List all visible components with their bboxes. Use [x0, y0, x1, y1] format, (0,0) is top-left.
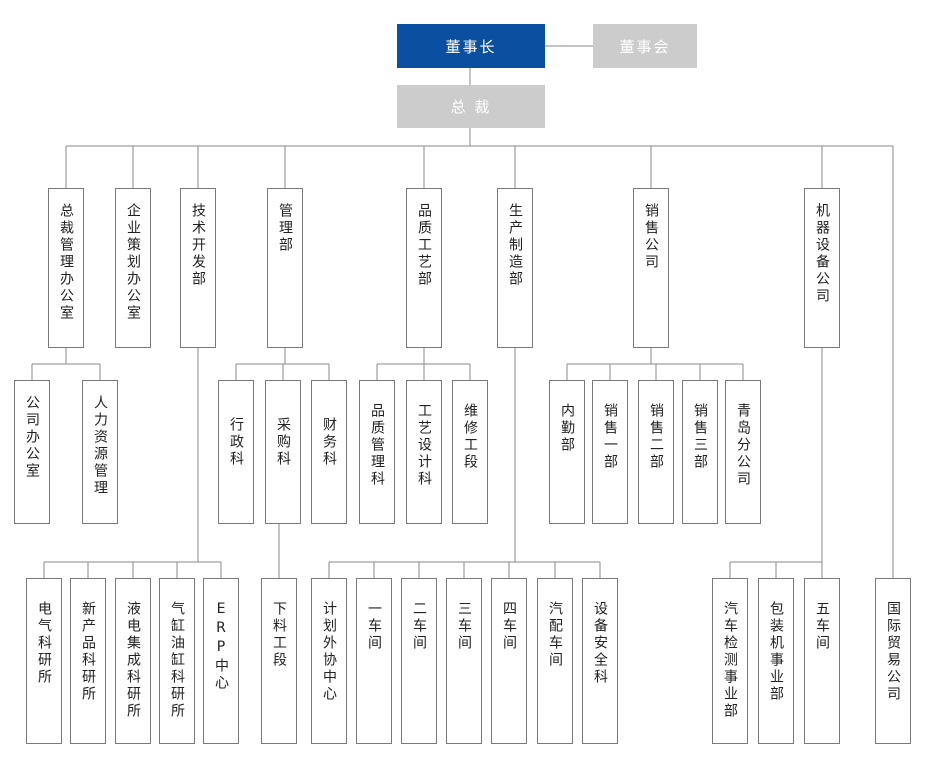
- unit-workshop-4: 四车间: [491, 578, 527, 744]
- unit-international-trade: 国际贸易公司: [875, 578, 911, 744]
- unit-label: 国际贸易公司: [885, 601, 901, 703]
- unit-label: 销售三部: [692, 403, 708, 471]
- unit-label: 财务科: [321, 417, 337, 468]
- dept-label: 企业策划办公室: [125, 203, 141, 322]
- unit-label: 汽配车间: [547, 601, 563, 669]
- unit-sales-1: 销售一部: [592, 380, 628, 524]
- unit-label: 液电集成科研所: [125, 601, 141, 720]
- unit-packaging-division: 包装机事业部: [758, 578, 794, 744]
- chairman-box: 董事长: [397, 24, 545, 68]
- unit-label: 行政科: [228, 417, 244, 468]
- dept-tech-development: 技术开发部: [180, 188, 216, 348]
- unit-internal-affairs: 内勤部: [549, 380, 585, 524]
- dept-label: 总裁管理办公室: [58, 203, 74, 322]
- unit-label: 包装机事业部: [768, 601, 784, 703]
- unit-label: 工艺设计科: [416, 403, 432, 488]
- unit-label: 销售二部: [648, 403, 664, 471]
- dept-quality-process: 品质工艺部: [406, 188, 442, 348]
- unit-workshop-3: 三车间: [446, 578, 482, 744]
- unit-workshop-5: 五车间: [804, 578, 840, 744]
- unit-workshop-2: 二车间: [401, 578, 437, 744]
- dept-management: 管理部: [267, 188, 303, 348]
- unit-label: 新产品科研所: [80, 601, 96, 703]
- unit-label: 五车间: [814, 601, 830, 652]
- unit-outsourcing-center: 计划外协中心: [311, 578, 347, 744]
- unit-purchasing: 采购科: [265, 380, 301, 524]
- unit-label: 计划外协中心: [321, 601, 337, 703]
- board-label: 董事会: [619, 37, 671, 56]
- unit-label: 内勤部: [559, 403, 575, 454]
- unit-label: 维修工段: [462, 403, 478, 471]
- dept-label: 生产制造部: [507, 203, 523, 288]
- unit-process-design: 工艺设计科: [406, 380, 442, 524]
- dept-machinery-company: 机器设备公司: [804, 188, 840, 348]
- president-label: 总 裁: [450, 98, 492, 116]
- unit-label: 电气科研所: [36, 601, 52, 686]
- unit-company-office: 公司办公室: [14, 380, 50, 524]
- unit-hydro-electric-institute: 液电集成科研所: [115, 578, 151, 744]
- unit-maintenance: 维修工段: [452, 380, 488, 524]
- unit-label: 公司办公室: [24, 395, 40, 480]
- unit-qingdao-branch: 青岛分公司: [725, 380, 761, 524]
- dept-planning-office: 企业策划办公室: [115, 188, 151, 348]
- unit-hr: 人力资源管理: [82, 380, 118, 524]
- unit-new-product-institute: 新产品科研所: [70, 578, 106, 744]
- unit-label: 青岛分公司: [735, 403, 751, 488]
- unit-label: 品质管理科: [369, 403, 385, 488]
- unit-equipment-safety: 设备安全科: [582, 578, 618, 744]
- dept-label: 品质工艺部: [416, 203, 432, 288]
- president-box: 总 裁: [397, 85, 545, 128]
- unit-label: 下料工段: [271, 601, 287, 669]
- unit-label: 销售一部: [602, 403, 618, 471]
- unit-label: 三车间: [456, 601, 472, 652]
- dept-label: 机器设备公司: [814, 203, 830, 305]
- unit-finance: 财务科: [311, 380, 347, 524]
- board-box: 董事会: [593, 24, 697, 68]
- unit-label: 人力资源管理: [92, 395, 108, 497]
- unit-label: 二车间: [411, 601, 427, 652]
- unit-auto-parts-workshop: 汽配车间: [537, 578, 573, 744]
- unit-sales-2: 销售二部: [638, 380, 674, 524]
- unit-workshop-1: 一车间: [356, 578, 392, 744]
- unit-cylinder-institute: 气缸油缸科研所: [159, 578, 195, 744]
- unit-auto-testing-division: 汽车检测事业部: [712, 578, 748, 744]
- unit-label: 一车间: [366, 601, 382, 652]
- dept-president-office: 总裁管理办公室: [48, 188, 84, 348]
- unit-label: 汽车检测事业部: [722, 601, 738, 720]
- unit-label: 设备安全科: [592, 601, 608, 686]
- unit-label: 采购科: [275, 417, 291, 468]
- unit-electric-institute: 电气科研所: [26, 578, 62, 744]
- unit-label: 气缸油缸科研所: [169, 601, 185, 720]
- chairman-label: 董事长: [445, 37, 497, 56]
- unit-quality-mgmt: 品质管理科: [359, 380, 395, 524]
- unit-label: 四车间: [501, 601, 517, 652]
- dept-production: 生产制造部: [497, 188, 533, 348]
- dept-sales-company: 销售公司: [633, 188, 669, 348]
- dept-label: 管理部: [277, 203, 293, 254]
- dept-label: 销售公司: [643, 203, 659, 271]
- unit-admin: 行政科: [218, 380, 254, 524]
- unit-cutting-section: 下料工段: [261, 578, 297, 744]
- dept-label: 技术开发部: [190, 203, 206, 288]
- unit-erp-center: ERP中心: [203, 578, 239, 744]
- unit-sales-3: 销售三部: [682, 380, 718, 524]
- unit-label: ERP中心: [213, 601, 229, 692]
